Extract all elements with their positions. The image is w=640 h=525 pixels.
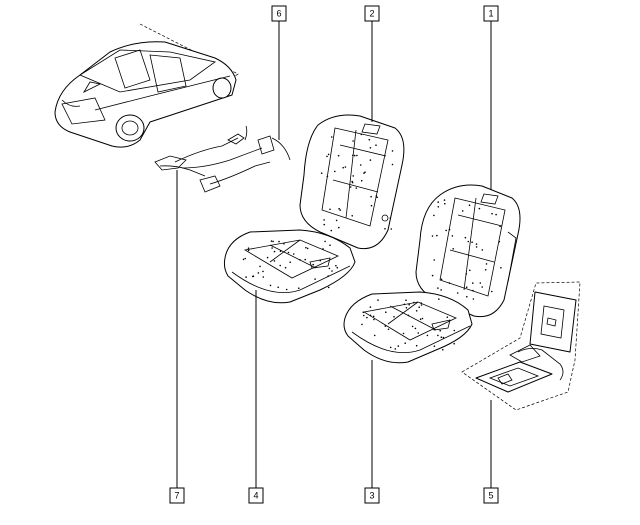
seat-back-cushion-1 (415, 184, 521, 318)
callout-1: 1 (483, 5, 499, 22)
seat-wiring-harness (154, 125, 291, 193)
foam-texture-specks (242, 133, 502, 351)
callout-label-1: 1 (488, 9, 493, 19)
callout-4: 4 (248, 487, 264, 504)
callout-label-6: 6 (276, 9, 281, 19)
callout-5: 5 (483, 487, 499, 504)
seat-base-cushion-4 (223, 229, 356, 304)
callout-label-2: 2 (369, 9, 374, 19)
callout-2: 2 (364, 5, 380, 22)
callout-label-3: 3 (369, 491, 374, 501)
callout-label-4: 4 (253, 491, 258, 501)
seat-base-cushion-3 (343, 291, 473, 364)
callout-7: 7 (169, 487, 185, 504)
callout-label-5: 5 (488, 491, 493, 501)
vehicle-location-thumbnail (54, 23, 239, 148)
callout-label-7: 7 (174, 491, 179, 501)
leader-lines (176, 21, 492, 488)
callout-6: 6 (271, 5, 287, 22)
callout-3: 3 (364, 487, 380, 504)
seat-heating-pads-5 (461, 281, 581, 411)
